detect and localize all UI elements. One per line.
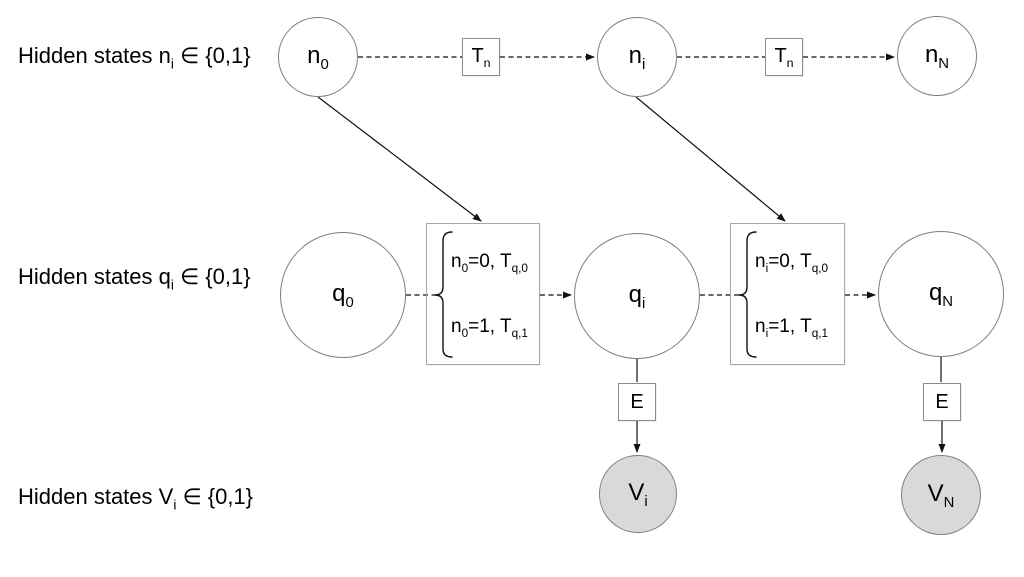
- node-Vi: Vi: [599, 455, 677, 533]
- arrow-n0-to-transbox1: [317, 96, 482, 222]
- node-qi: qi: [574, 233, 700, 359]
- transition-box-2-line-1: ni=0, Tq,0: [755, 251, 829, 275]
- transition-box-2-line-2: ni=1, Tq,1: [755, 316, 829, 340]
- node-nN-label: nN: [924, 40, 950, 72]
- node-q0-label: q0: [332, 279, 354, 311]
- node-n0-label: n0: [307, 41, 329, 73]
- node-n0: n0: [278, 17, 358, 97]
- row-label-q-states: Hidden states qi ∈ {0,1}: [18, 264, 251, 293]
- node-Vi-label: Vi: [628, 478, 648, 510]
- t-box-1: Tn: [462, 38, 500, 76]
- transition-box-1-line-1: n0=0, Tq,0: [451, 251, 528, 275]
- t-box-2: Tn: [765, 38, 803, 76]
- arrow-ni-to-transbox2: [635, 96, 786, 222]
- transition-box-2: ni=0, Tq,0 ni=1, Tq,1: [730, 223, 845, 365]
- row-label-v-states: Hidden states Vi ∈ {0,1}: [18, 484, 254, 513]
- transition-box-1-line-2: n0=1, Tq,1: [451, 316, 528, 340]
- t-box-2-label: Tn: [774, 44, 794, 70]
- e-box-1: E: [618, 383, 656, 421]
- node-qN-label: qN: [928, 278, 954, 310]
- node-nN: nN: [897, 16, 977, 96]
- node-VN: VN: [901, 455, 981, 535]
- brace-transbox1: [434, 231, 453, 358]
- e-box-1-label: E: [630, 390, 644, 413]
- node-ni-label: ni: [628, 41, 646, 73]
- node-ni: ni: [597, 17, 677, 97]
- node-qi-label: qi: [628, 280, 646, 312]
- node-qN: qN: [878, 231, 1004, 357]
- brace-transbox2: [738, 231, 757, 358]
- node-VN-label: VN: [927, 479, 955, 511]
- node-q0: q0: [280, 232, 406, 358]
- e-box-2: E: [923, 383, 961, 421]
- e-box-2-label: E: [935, 390, 949, 413]
- transition-box-1: n0=0, Tq,0 n0=1, Tq,1: [426, 223, 540, 365]
- t-box-1-label: Tn: [471, 44, 491, 70]
- row-label-n-states: Hidden states ni ∈ {0,1}: [18, 43, 251, 72]
